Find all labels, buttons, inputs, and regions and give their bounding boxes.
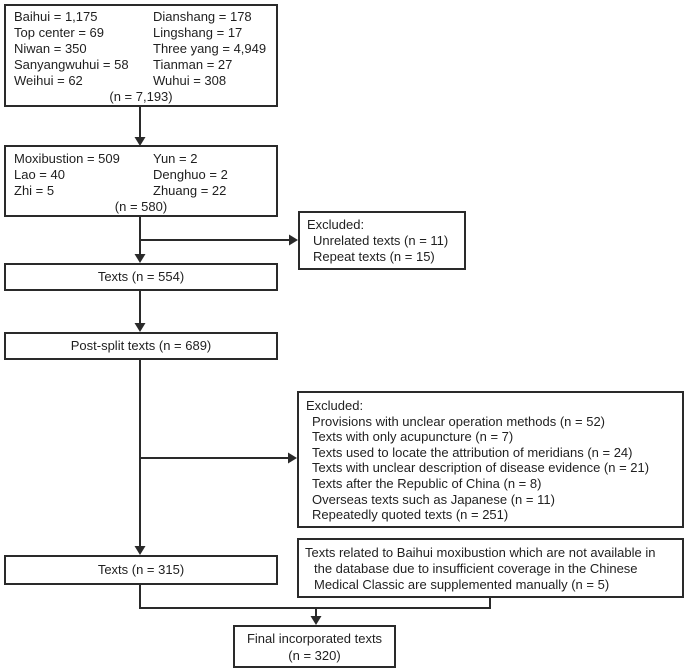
excluded-item: Repeat texts (n = 15) bbox=[313, 249, 435, 264]
source-count-row: Top center = 69 Lingshang = 17 bbox=[14, 25, 268, 41]
source-count: Wuhui = 308 bbox=[153, 73, 227, 88]
source-count: Top center = 69 bbox=[14, 25, 104, 40]
excluded-item: Unrelated texts (n = 11) bbox=[313, 233, 449, 248]
arrowhead-into-excluded-initial bbox=[289, 234, 298, 246]
source-count-row: Niwan = 350 Three yang = 4,949 bbox=[14, 41, 268, 57]
keyword-count-row: Moxibustion = 509 Yun = 2 bbox=[14, 151, 268, 167]
texts-554-box: Texts (n = 554) bbox=[4, 263, 278, 291]
source-total: (n = 7,193) bbox=[109, 89, 173, 104]
keyword-count: Denghuo = 2 bbox=[153, 167, 228, 182]
keyword-count-row: Lao = 40 Denghuo = 2 bbox=[14, 167, 268, 183]
keyword-count: Yun = 2 bbox=[153, 151, 198, 166]
keyword-count: Zhuang = 22 bbox=[153, 183, 227, 198]
excluded-title: Excluded: bbox=[306, 398, 364, 413]
texts-554-label: Texts (n = 554) bbox=[97, 269, 185, 284]
source-count: Lingshang = 17 bbox=[153, 25, 243, 40]
source-count-row: Sanyangwuhui = 58 Tianman = 27 bbox=[14, 57, 268, 73]
source-count: Baihui = 1,175 bbox=[14, 9, 98, 24]
arrowhead-into-texts315 bbox=[134, 546, 146, 555]
keyword-count: Lao = 40 bbox=[14, 167, 65, 182]
excluded-item: Provisions with unclear operation method… bbox=[312, 413, 606, 429]
excluded-title: Excluded: bbox=[307, 217, 365, 232]
source-count: Niwan = 350 bbox=[14, 41, 87, 56]
supplement-note-box: Texts related to Baihui moxibustion whic… bbox=[297, 538, 684, 598]
post-split-label: Post-split texts (n = 689) bbox=[70, 338, 212, 353]
source-count: Tianman = 27 bbox=[153, 57, 233, 72]
source-count: Dianshang = 178 bbox=[153, 9, 252, 24]
source-count: Weihui = 62 bbox=[14, 73, 83, 88]
excluded-item: Texts with unclear description of diseas… bbox=[312, 460, 650, 476]
arrowhead-into-postsplit bbox=[134, 323, 146, 332]
arrowhead-into-final bbox=[310, 616, 322, 625]
texts-315-label: Texts (n = 315) bbox=[97, 562, 185, 577]
source-count-row: Baihui = 1,175 Dianshang = 178 bbox=[14, 9, 268, 25]
arrowhead-into-excluded-detailed bbox=[288, 452, 297, 464]
source-counts-box: Baihui = 1,175 Dianshang = 178 Top cente… bbox=[4, 4, 278, 107]
arrowhead-into-texts554 bbox=[134, 254, 146, 263]
excluded-item: Texts with only acupuncture (n = 7) bbox=[312, 429, 514, 445]
source-count-row: Weihui = 62 Wuhui = 308 bbox=[14, 73, 268, 89]
keyword-count: Moxibustion = 509 bbox=[14, 151, 120, 166]
excluded-item: Texts after the Republic of China (n = 8… bbox=[312, 475, 542, 491]
keyword-count: Zhi = 5 bbox=[14, 183, 55, 198]
moxibustion-counts-box: Moxibustion = 509 Yun = 2 Lao = 40 Dengh… bbox=[4, 145, 278, 217]
excluded-detailed-box: Excluded: Provisions with unclear operat… bbox=[297, 391, 684, 528]
supplement-text: Texts related to Baihui moxibustion whic… bbox=[305, 545, 656, 592]
final-texts-label: Final incorporated texts bbox=[246, 630, 383, 646]
keyword-total: (n = 580) bbox=[114, 199, 168, 214]
excluded-item: Overseas texts such as Japanese (n = 11) bbox=[312, 491, 555, 507]
texts-315-box: Texts (n = 315) bbox=[4, 555, 278, 585]
arrowhead-into-moxibustion bbox=[134, 137, 146, 146]
excluded-item: Repeatedly quoted texts (n = 251) bbox=[312, 507, 509, 523]
excluded-initial-box: Excluded: Unrelated texts (n = 11) Repea… bbox=[298, 211, 466, 270]
post-split-box: Post-split texts (n = 689) bbox=[4, 332, 278, 360]
source-count: Three yang = 4,949 bbox=[153, 41, 267, 56]
final-texts-box: Final incorporated texts (n = 320) bbox=[233, 625, 396, 668]
keyword-count-row: Zhi = 5 Zhuang = 22 bbox=[14, 183, 268, 199]
source-count: Sanyangwuhui = 58 bbox=[14, 57, 129, 72]
final-texts-count: (n = 320) bbox=[288, 647, 341, 663]
excluded-item: Texts used to locate the attribution of … bbox=[312, 444, 633, 460]
